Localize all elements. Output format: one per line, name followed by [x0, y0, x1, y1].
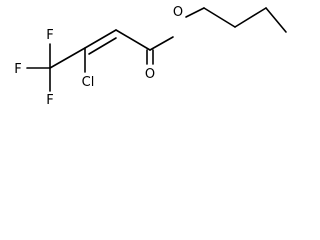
bond-ester-o-c1	[185, 7, 205, 18]
bond-alkene-double-inner	[88, 37, 117, 55]
bond-c2-c3	[234, 7, 267, 28]
atom-label-f-left: F	[14, 62, 21, 77]
bond-alkene-double	[84, 29, 117, 49]
bond-c1-c2	[203, 7, 236, 28]
bond-alkene-carbonyl	[115, 29, 151, 51]
atom-label-f-bottom: F	[46, 93, 53, 108]
skeletal-structure: F F F Cl O O	[14, 5, 287, 108]
atom-label-cl: Cl	[82, 75, 95, 90]
bond-c3-c4	[265, 7, 287, 33]
atom-label-o-ester: O	[173, 5, 183, 20]
atom-label-f-top: F	[46, 28, 53, 43]
bond-cf3-alkene	[49, 47, 86, 69]
atom-label-o-carbonyl: O	[145, 67, 155, 82]
bond-carbonyl-ester-o	[149, 36, 174, 51]
